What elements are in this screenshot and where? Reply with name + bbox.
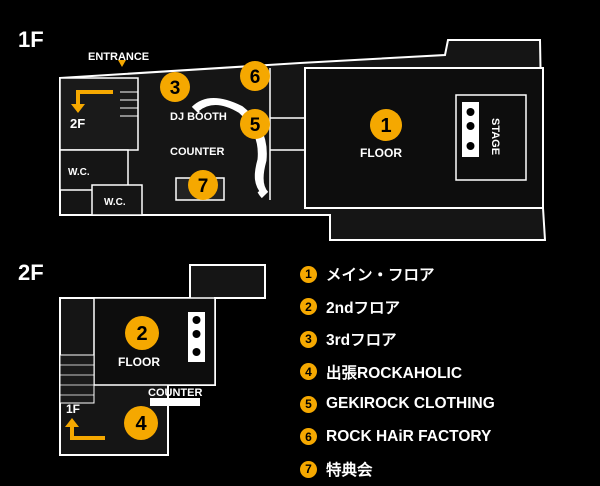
stairs-arrow-icon — [76, 90, 113, 106]
svg-text:7: 7 — [198, 176, 209, 197]
legend-number-badge: 4 — [300, 363, 317, 381]
legend-label: GEKIROCK CLOTHING — [326, 395, 495, 413]
entrance-label: ENTRANCE — [88, 51, 149, 63]
svg-text:6: 6 — [250, 67, 261, 88]
counter-2f — [150, 398, 200, 406]
wc-label-2: W.C. — [104, 197, 126, 208]
main-floor-label: FLOOR — [360, 146, 402, 160]
stage-label: STAGE — [489, 118, 501, 155]
marker-2: 2 — [125, 316, 159, 350]
svg-text:4: 4 — [135, 413, 147, 435]
legend-label: 2ndフロア — [326, 299, 401, 317]
legend-label: 出張ROCKAHOLIC — [326, 364, 463, 382]
svg-text:1: 1 — [380, 115, 391, 137]
svg-text:3: 3 — [170, 78, 181, 99]
entrance-hall — [59, 77, 139, 151]
wc-room-2 — [91, 184, 143, 216]
legend-item: 4 出張ROCKAHOLIC — [300, 356, 595, 389]
legend-number-badge: 1 — [300, 265, 317, 283]
legend-number-badge: 5 — [300, 395, 317, 413]
floor-2f-plan — [59, 264, 266, 456]
legend-label: 3rdフロア — [326, 332, 397, 350]
marker-5: 5 — [240, 109, 270, 139]
legend-item: 7 特典会 — [300, 453, 595, 486]
legend-number-badge: 7 — [300, 460, 317, 478]
legend-number-badge: 3 — [300, 330, 317, 348]
svg-text:2: 2 — [136, 323, 147, 345]
legend-number-badge: 6 — [300, 428, 317, 446]
counter-label: COUNTER — [170, 146, 224, 158]
floor-2f-label: FLOOR — [118, 355, 160, 369]
stairs-icon — [120, 91, 138, 117]
floor-1f-heading: 1F — [18, 27, 44, 52]
stairs-down-arrow-icon — [70, 425, 105, 440]
wc-room-1 — [59, 149, 129, 191]
legend-item: 5 GEKIROCK CLOTHING — [300, 388, 595, 421]
legend-item: 3 3rdフロア — [300, 323, 595, 356]
floor-1f-plan — [59, 39, 547, 241]
entrance-arrow-icon — [118, 60, 126, 67]
dj-booth-label: DJ BOOTH — [170, 111, 227, 123]
marker-3: 3 — [160, 72, 190, 102]
stairs-up-label: 2F — [70, 116, 85, 131]
legend-number-badge: 2 — [300, 298, 317, 316]
legend-label: 特典会 — [326, 462, 373, 480]
legend-label: メイン・フロア — [326, 267, 435, 285]
legend-item: 6 ROCK HAiR FACTORY — [300, 421, 595, 454]
stairs-down-label: 1F — [66, 402, 80, 416]
counter-2f-label: COUNTER — [148, 387, 202, 399]
floor-2f-heading: 2F — [18, 260, 44, 285]
legend-label: ROCK HAiR FACTORY — [326, 427, 492, 445]
legend: 1 メイン・フロア 2 2ndフロア 3 3rdフロア 4 出張ROCKAHOLIC 5 GEKI… — [300, 258, 595, 486]
legend-item: 1 メイン・フロア — [300, 258, 595, 291]
marker-4: 4 — [124, 406, 158, 440]
wc-label-1: W.C. — [68, 167, 90, 178]
legend-item: 2 2ndフロア — [300, 291, 595, 324]
marker-1: 1 — [370, 109, 402, 141]
stairs-2f — [59, 354, 95, 404]
marker-6: 6 — [240, 61, 270, 91]
svg-text:5: 5 — [250, 115, 261, 136]
marker-7: 7 — [188, 170, 218, 200]
